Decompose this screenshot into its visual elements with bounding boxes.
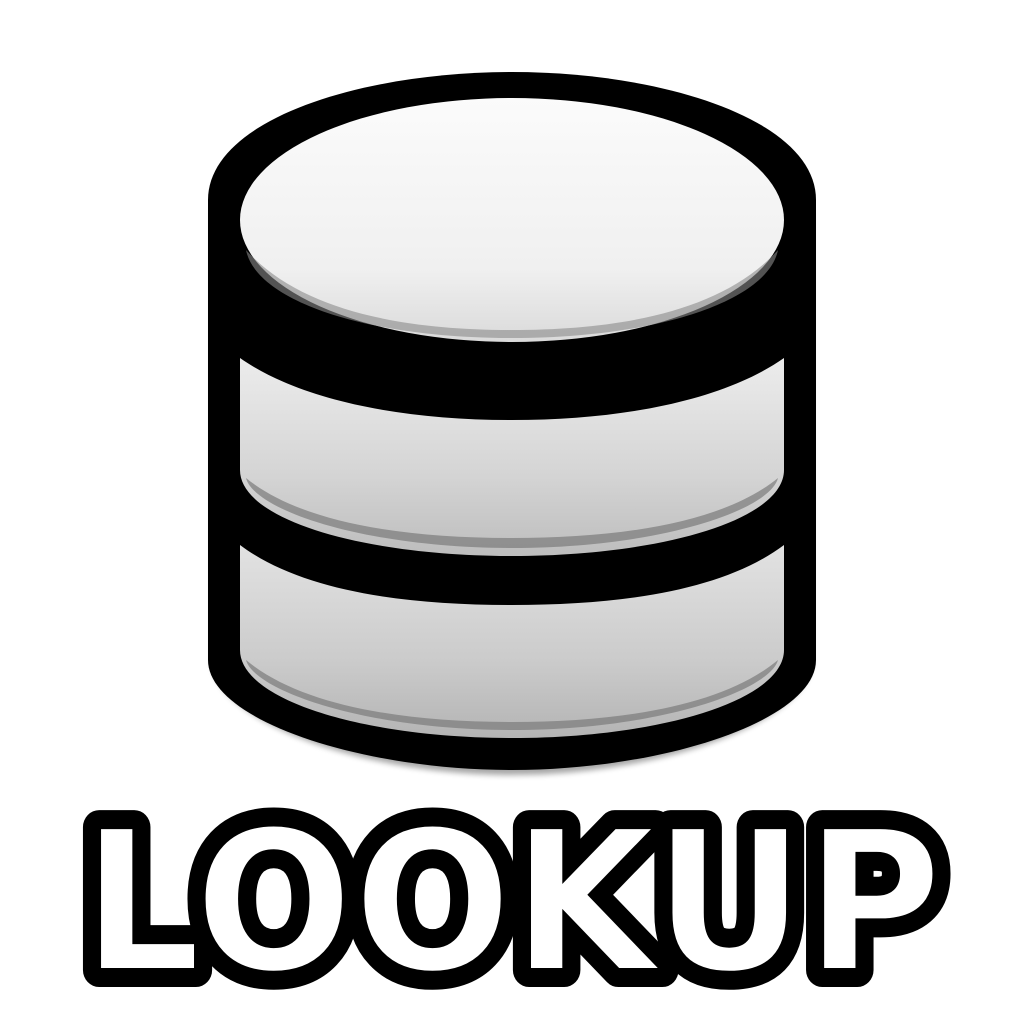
label-text-outline: LOOKUP	[82, 789, 942, 1017]
cylinder-middle-band	[240, 358, 784, 556]
database-icon	[208, 72, 816, 775]
label-text: LOOKUP	[82, 789, 942, 1017]
cylinder-bottom-band	[240, 545, 784, 738]
cylinder-top	[240, 98, 784, 342]
lookup-label: LOOKUP LOOKUP	[65, 772, 959, 1024]
